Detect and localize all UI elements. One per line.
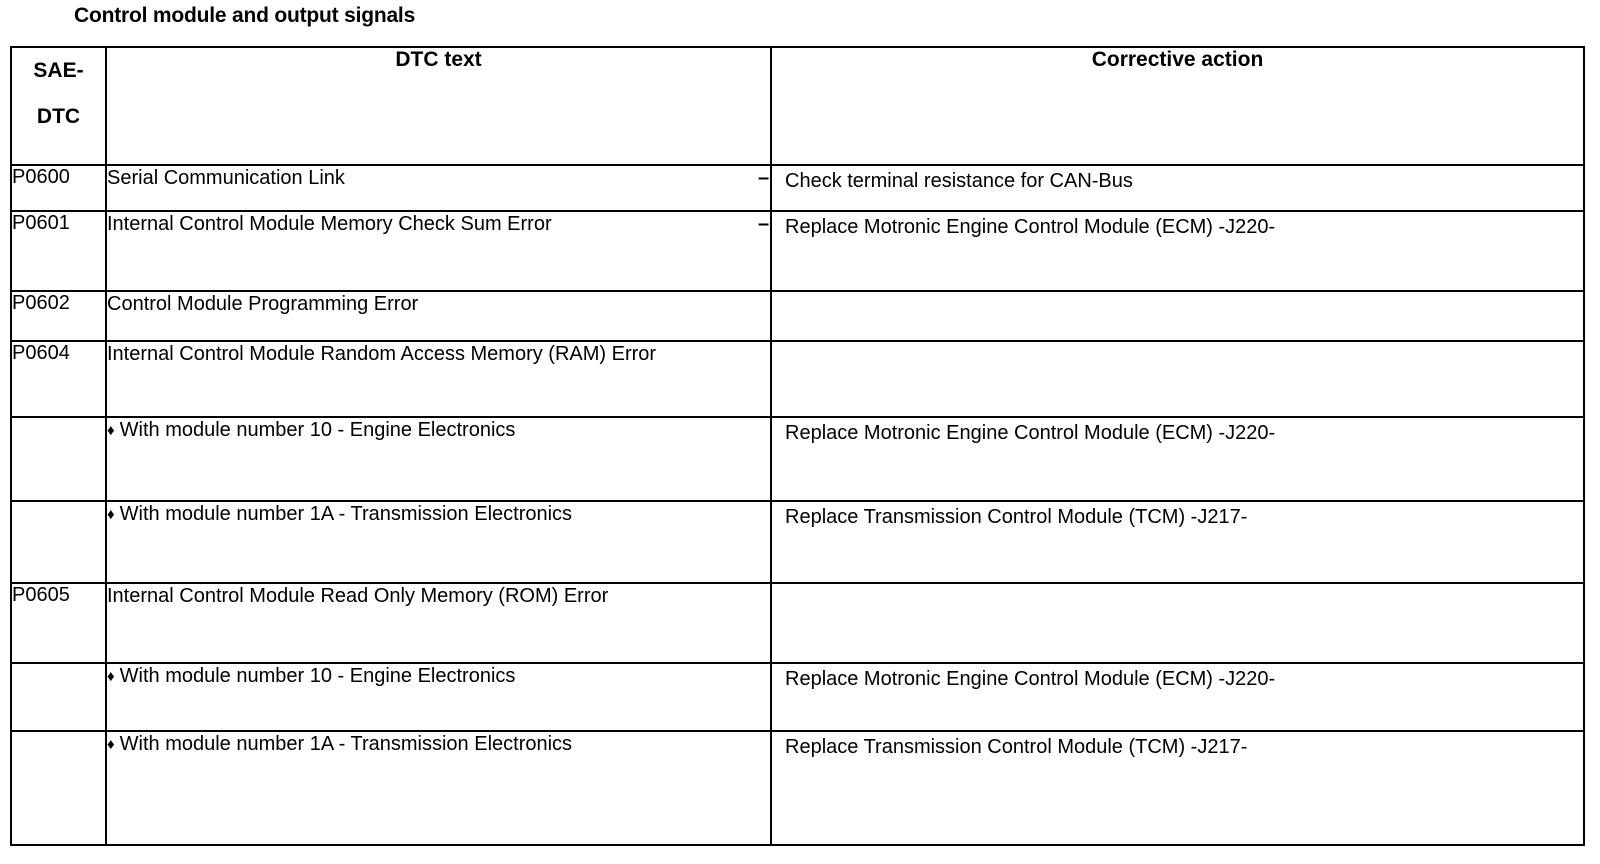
dash-bullet-icon: –	[758, 732, 785, 757]
cell-dtc-text: Internal Control Module Random Access Me…	[105, 340, 772, 418]
dtc-subtext: With module number 10 - Engine Electroni…	[119, 665, 516, 687]
dash-bullet-icon: –	[758, 664, 785, 689]
table-row: P0601 Internal Control Module Memory Chec…	[10, 210, 1585, 292]
corrective-action-line: –Replace Motronic Engine Control Module …	[758, 664, 1583, 692]
cell-sae-dtc: P0605	[10, 582, 107, 664]
column-header-sae-dtc: SAE- DTC	[10, 46, 107, 166]
dtc-table: SAE- DTC DTC text Corrective action P060…	[10, 46, 1585, 846]
table-row: P0600 Serial Communication Link –Check ter…	[10, 164, 1585, 212]
table-header: SAE- DTC DTC text Corrective action	[10, 46, 1585, 166]
diamond-bullet-icon: ♦	[107, 506, 115, 523]
corrective-action-line: –Replace Transmission Control Module (TC…	[758, 732, 1583, 760]
sae-dtc-code: P0601	[12, 212, 70, 234]
dtc-text: Internal Control Module Read Only Memory…	[107, 585, 609, 607]
sae-dtc-code: P0605	[12, 584, 70, 606]
corrective-action-text: Replace Transmission Control Module (TCM…	[785, 736, 1248, 758]
corrective-action-line: –Replace Transmission Control Module (TC…	[758, 502, 1583, 530]
table-row: ♦With module number 1A - Transmission El…	[10, 730, 1585, 846]
cell-sae-dtc	[10, 500, 107, 584]
column-header-sae-dtc-line2: DTC	[36, 105, 81, 128]
diamond-bullet-icon: ♦	[107, 422, 115, 439]
column-header-sae-dtc-line1: SAE-	[33, 59, 84, 82]
sub-item-line: ♦With module number 1A - Transmission El…	[107, 502, 770, 527]
cell-corrective-action: –Replace Motronic Engine Control Module …	[758, 662, 1585, 732]
sae-dtc-code: P0602	[12, 292, 70, 314]
table-row: ♦With module number 10 - Engine Electron…	[10, 416, 1585, 502]
cell-dtc-text: Control Module Programming Error	[105, 290, 772, 342]
cell-sae-dtc: P0604	[10, 340, 107, 418]
dtc-text: Internal Control Module Memory Check Sum…	[107, 213, 552, 235]
dtc-text: Serial Communication Link	[107, 167, 345, 189]
dash-bullet-icon: –	[758, 502, 785, 527]
dash-bullet-icon: –	[758, 213, 770, 235]
cell-dtc-subtext: ♦With module number 1A - Transmission El…	[105, 500, 772, 584]
cell-corrective-action	[770, 340, 1585, 418]
cell-corrective-action: –Replace Motronic Engine Control Module …	[758, 210, 1585, 292]
dtc-subtext: With module number 1A - Transmission Ele…	[119, 503, 573, 525]
table-row: ♦With module number 1A - Transmission El…	[10, 500, 1585, 584]
table-row: P0605 Internal Control Module Read Only M…	[10, 582, 1585, 664]
sae-dtc-code: P0604	[12, 342, 70, 364]
dtc-text: Internal Control Module Random Access Me…	[107, 343, 657, 365]
corrective-action-text: Replace Transmission Control Module (TCM…	[785, 506, 1248, 528]
table-row: P0602 Control Module Programming Error	[10, 290, 1585, 342]
cell-sae-dtc: P0601	[10, 210, 107, 292]
cell-sae-dtc: P0602	[10, 290, 107, 342]
cell-corrective-action: –Replace Transmission Control Module (TC…	[758, 500, 1585, 584]
column-header-dtc-text: DTC text	[105, 46, 772, 166]
dtc-text: Control Module Programming Error	[107, 293, 419, 315]
cell-dtc-subtext: ♦With module number 10 - Engine Electron…	[105, 416, 772, 502]
corrective-action-text: Replace Motronic Engine Control Module (…	[785, 422, 1276, 444]
sub-item-line: ♦With module number 1A - Transmission El…	[107, 732, 770, 757]
dash-bullet-icon: –	[758, 167, 770, 189]
cell-corrective-action: –Replace Motronic Engine Control Module …	[758, 416, 1585, 502]
corrective-action-text: Check terminal resistance for CAN-Bus	[785, 170, 1133, 192]
cell-corrective-action: –Replace Transmission Control Module (TC…	[758, 730, 1585, 846]
corrective-action-text: Replace Motronic Engine Control Module (…	[785, 668, 1276, 690]
cell-dtc-text: Internal Control Module Memory Check Sum…	[105, 210, 772, 292]
cell-dtc-subtext: ♦With module number 10 - Engine Electron…	[105, 662, 772, 732]
diamond-bullet-icon: ♦	[107, 668, 115, 685]
sub-item-line: ♦With module number 10 - Engine Electron…	[107, 418, 770, 443]
cell-corrective-action	[770, 290, 1585, 342]
cell-dtc-text: Serial Communication Link	[105, 164, 772, 212]
dash-bullet-icon: –	[758, 418, 785, 443]
cell-sae-dtc: P0600	[10, 164, 107, 212]
column-header-corrective-action: Corrective action	[770, 46, 1585, 166]
corrective-action-text: Replace Motronic Engine Control Module (…	[785, 216, 1276, 238]
cell-dtc-text: Internal Control Module Read Only Memory…	[105, 582, 772, 664]
cell-dtc-subtext: ♦With module number 1A - Transmission El…	[105, 730, 772, 846]
diamond-bullet-icon: ♦	[107, 736, 115, 753]
sae-dtc-code: P0600	[12, 166, 70, 188]
table-row: P0604 Internal Control Module Random Acce…	[10, 340, 1585, 418]
corrective-action-line: –Check terminal resistance for CAN-Bus	[758, 166, 1583, 194]
cell-corrective-action: –Check terminal resistance for CAN-Bus	[758, 164, 1585, 212]
page-title: Control module and output signals	[74, 4, 416, 27]
dtc-subtext: With module number 1A - Transmission Ele…	[119, 733, 573, 755]
cell-sae-dtc	[10, 662, 107, 732]
corrective-action-line: –Replace Motronic Engine Control Module …	[758, 418, 1583, 446]
table-header-row: SAE- DTC DTC text Corrective action	[10, 46, 1585, 166]
table-row: ♦With module number 10 - Engine Electron…	[10, 662, 1585, 732]
cell-sae-dtc	[10, 416, 107, 502]
cell-corrective-action	[770, 582, 1585, 664]
corrective-action-line: –Replace Motronic Engine Control Module …	[758, 212, 1583, 240]
cell-sae-dtc	[10, 730, 107, 846]
dtc-subtext: With module number 10 - Engine Electroni…	[119, 419, 516, 441]
sub-item-line: ♦With module number 10 - Engine Electron…	[107, 664, 770, 689]
